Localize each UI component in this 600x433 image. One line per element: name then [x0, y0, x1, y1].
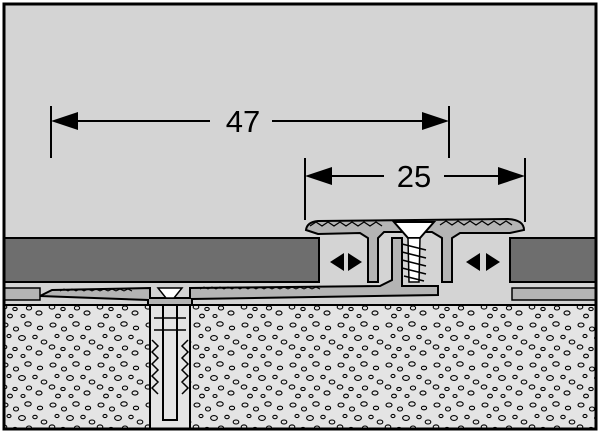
dimension-overall [50, 106, 450, 158]
floor-covering-left [3, 237, 320, 283]
rail-screw-head [156, 287, 184, 299]
dimension-label-overall: 47 [226, 104, 260, 139]
subfloor-screed [4, 305, 596, 429]
screw-icon [391, 221, 437, 283]
cover-profile-top [309, 220, 513, 227]
dimension-profile [304, 158, 526, 222]
underlay-right [511, 287, 597, 301]
floor-covering-right [509, 237, 597, 283]
underlay-left [3, 287, 41, 301]
double-arrow-icon [466, 253, 500, 271]
rail-knurl [59, 286, 321, 292]
double-arrow-icon [330, 253, 362, 271]
dowel-icon [149, 304, 191, 430]
dimension-label-profile: 25 [397, 159, 431, 194]
